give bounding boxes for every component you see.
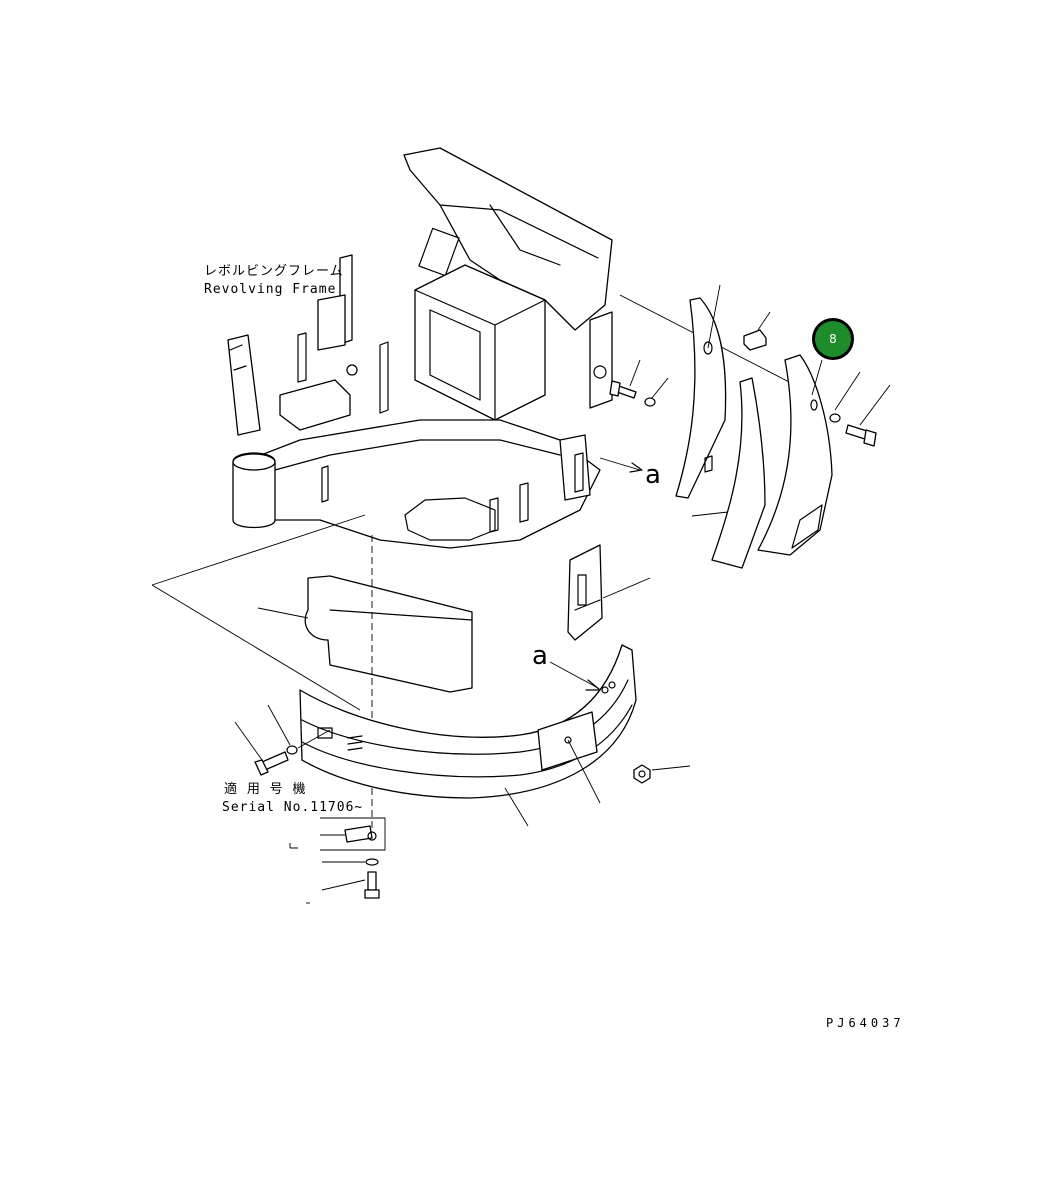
side-panel-rear [757, 354, 833, 556]
applicable-model-label: 適 用 号 機 [224, 782, 307, 797]
rubber-pad [743, 311, 771, 351]
leader-plate [567, 739, 601, 804]
nut-right [633, 764, 691, 784]
view-a-label-upper: a [645, 460, 661, 490]
bolt-washer-left [234, 704, 331, 776]
rear-cover-plate [304, 575, 473, 693]
leader-frame-left [151, 514, 366, 586]
arrow-a-upper [599, 457, 641, 471]
drawing-code: PJ64037 [826, 1016, 905, 1030]
revolving-frame [227, 147, 613, 549]
side-panel-front [675, 284, 727, 499]
serial-box [289, 817, 386, 904]
side-panel-middle [691, 377, 766, 569]
leader-rear-cover [257, 607, 309, 619]
serial-number-label: Serial No.11706~ [222, 800, 364, 815]
arrow-a-lower [549, 661, 599, 689]
bolt-washer-middle [609, 359, 669, 407]
view-a-label-lower: a [532, 641, 548, 671]
leader-counterweight [504, 787, 529, 827]
callout-number: 8 [829, 332, 837, 346]
side-bracket-plate [567, 544, 651, 641]
revolving-frame-label-en: Revolving Frame [204, 282, 337, 297]
callout-badge-8[interactable]: 8 [812, 318, 854, 360]
revolving-frame-label-jp: レボルビングフレーム [204, 264, 344, 279]
counterweight [299, 644, 637, 799]
bolt-washer-right [829, 371, 891, 447]
